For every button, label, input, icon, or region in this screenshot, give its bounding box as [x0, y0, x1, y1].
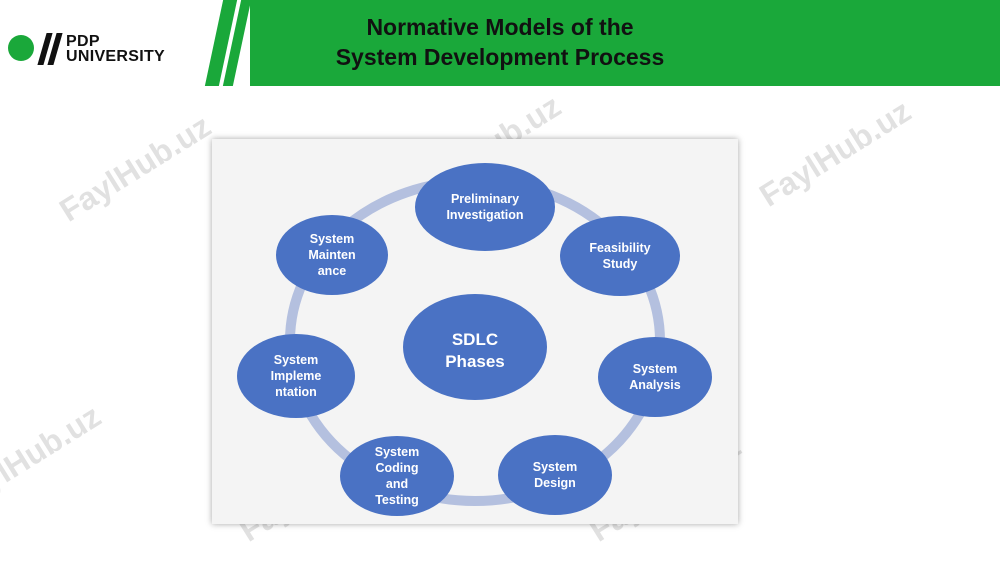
- watermark: FaylHub.uz: [53, 107, 217, 229]
- node-label-system-implementation: System Impleme ntation: [270, 353, 322, 399]
- node-system-maintenance: [276, 215, 388, 295]
- logo-dot-icon: [8, 35, 34, 61]
- page-title: Normative Models of the System Developme…: [335, 14, 665, 70]
- center-label: SDLC Phases: [445, 330, 505, 371]
- node-system-design: [498, 435, 612, 515]
- node-label-system-analysis: System Analysis: [629, 362, 681, 392]
- node-preliminary-investigation: [415, 163, 555, 251]
- watermark: FaylHub.uz: [753, 92, 917, 214]
- node-system-implementation: [237, 334, 355, 418]
- sdlc-diagram: [237, 163, 712, 516]
- node-system-coding-testing: [340, 436, 454, 516]
- node-system-analysis: [598, 337, 712, 417]
- logo-text: PDP UNIVERSITY: [66, 33, 166, 65]
- node-label-system-maintenance: System Mainten ance: [308, 232, 356, 278]
- node-feasibility-study: [560, 216, 680, 296]
- watermark: FaylHub.uz: [0, 397, 107, 519]
- node-label-preliminary-investigation: Preliminary Investigation: [446, 192, 524, 222]
- node-label-system-design: System Design: [532, 460, 578, 490]
- node-label-feasibility-study: Feasibility Study: [589, 241, 651, 271]
- node-label-system-coding-testing: System Coding and Testing: [374, 445, 420, 507]
- header-band: [250, 0, 1000, 86]
- center-node: [403, 294, 547, 400]
